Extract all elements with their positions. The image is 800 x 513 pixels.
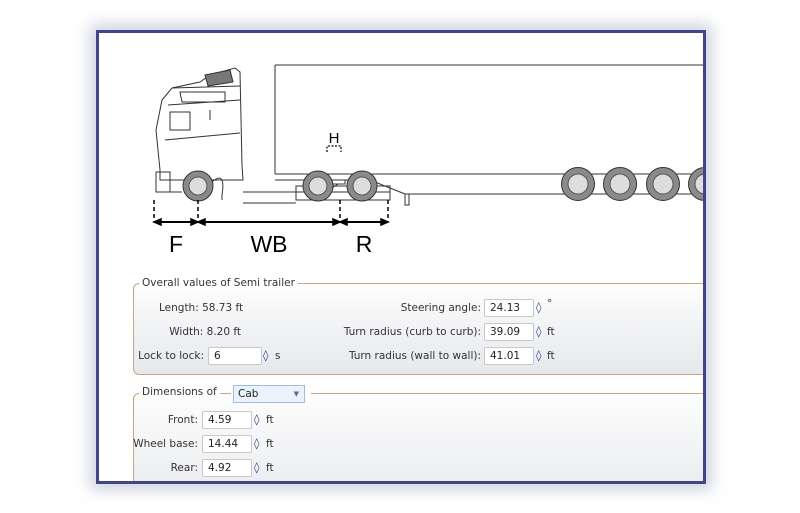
width-readout: Width: 8.20 ft <box>169 326 241 338</box>
lock-unit: s <box>275 350 281 362</box>
wheel-base-input[interactable]: 14.44 <box>202 435 252 453</box>
app-frame: F WB R H Overall values of Semi trailer … <box>96 30 706 484</box>
steering-unit: ° <box>547 298 553 310</box>
front-input[interactable]: 4.59 <box>202 411 252 429</box>
tractor-cab <box>155 67 244 193</box>
spinner-updown-icon[interactable]: ◊ <box>254 437 260 450</box>
dimensions-legend: Dimensions of <box>139 385 220 399</box>
wall-radius-input[interactable]: 41.01 <box>484 347 534 365</box>
wheel-base-unit: ft <box>266 438 274 450</box>
spinner-updown-icon[interactable]: ◊ <box>536 349 542 362</box>
spinner-updown-icon[interactable]: ◊ <box>536 325 542 338</box>
dimension-lines <box>152 200 390 227</box>
rear-label: Rear: <box>170 462 198 474</box>
rear-unit: ft <box>266 462 274 474</box>
curb-radius-input[interactable]: 39.09 <box>484 323 534 341</box>
wall-unit: ft <box>547 350 555 362</box>
label-wheel-base: WB <box>250 231 287 257</box>
curb-radius-label: Turn radius (curb to curb): <box>343 326 481 338</box>
spinner-updown-icon[interactable]: ◊ <box>254 413 260 426</box>
spinner-updown-icon[interactable]: ◊ <box>254 461 260 474</box>
overall-legend: Overall values of Semi trailer <box>139 276 298 290</box>
steering-angle-input[interactable]: 24.13 <box>484 299 534 317</box>
label-front: F <box>169 231 183 257</box>
steering-angle-label: Steering angle: <box>400 302 481 314</box>
spinner-updown-icon[interactable]: ◊ <box>536 301 542 314</box>
curb-unit: ft <box>547 326 555 338</box>
label-hitch: H <box>329 130 340 147</box>
length-readout: Length: 58.73 ft <box>159 302 244 314</box>
trailer <box>274 64 703 206</box>
chevron-down-icon: ▼ <box>293 390 299 398</box>
front-label: Front: <box>167 414 198 426</box>
truck-diagram: F WB R H <box>152 64 703 257</box>
wall-radius-label: Turn radius (wall to wall): <box>348 350 481 362</box>
label-rear: R <box>356 231 373 257</box>
lock-to-lock-label: Lock to lock: <box>138 350 204 362</box>
spinner-updown-icon[interactable]: ◊ <box>263 349 269 362</box>
rear-input[interactable]: 4.92 <box>202 459 252 477</box>
dimensions-selected: Cab <box>238 388 259 400</box>
lock-to-lock-input[interactable]: 6 <box>208 347 262 365</box>
front-unit: ft <box>266 414 274 426</box>
wheel-base-label: Wheel base: <box>133 438 198 450</box>
dimensions-select[interactable]: Cab ▼ <box>233 385 305 403</box>
